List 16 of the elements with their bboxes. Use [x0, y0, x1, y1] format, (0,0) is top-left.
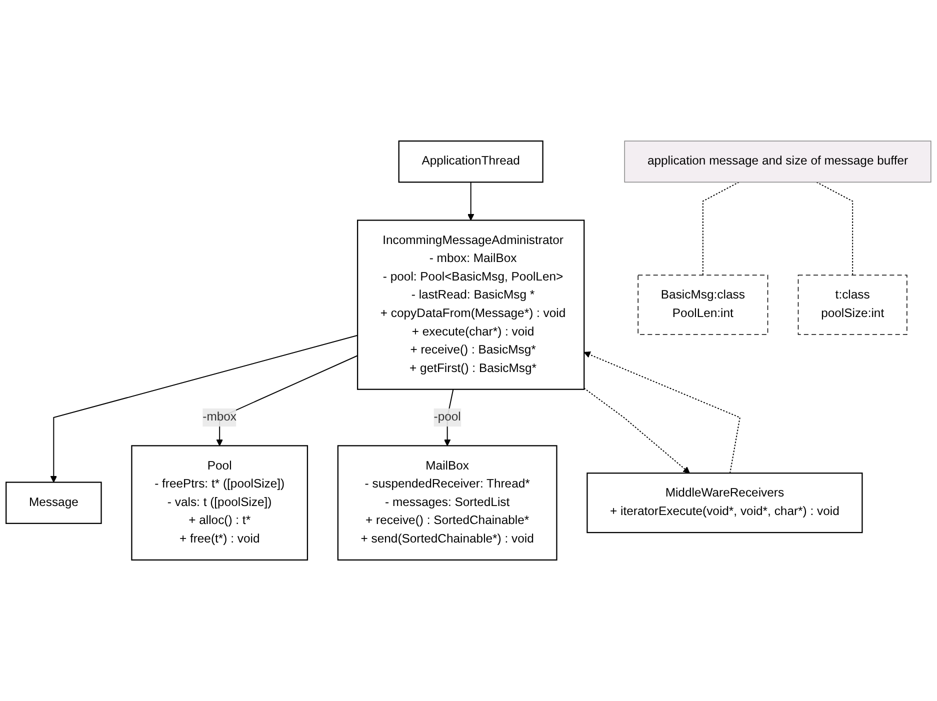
- edge-label: -mbox: [202, 410, 237, 424]
- arrow: [584, 388, 690, 474]
- node-box: application message and size of message buffer: [624, 140, 932, 183]
- node-box: t:class poolSize:int: [798, 274, 908, 335]
- connector: [816, 182, 854, 276]
- node-box: Message: [6, 482, 102, 524]
- node-box: IncommingMessageAdministrator - mbox: MailBox - pool: Pool<BasicMsg, PoolLen> - lastRead: BasicMsg * + copyDataFrom(Message*) : void + execute(char*) : void + receive() : BasicMsg* + getFirst() : BasicMsg*: [356, 220, 585, 390]
- node-box: MailBox - suspendedReceiver: Thread* - messages: SortedList + receive() : SortedChainable* + send(SortedChainable*) : void: [337, 445, 558, 561]
- node-box: MiddleWareReceivers + iteratorExecute(void*, void*, char*) : void: [586, 472, 863, 534]
- arrow: [467, 182, 474, 221]
- node-box: BasicMsg:class PoolLen:int: [638, 274, 768, 335]
- node-box: Pool - freePtrs: t* ([poolSize]) - vals: t ([poolSize]) + alloc() : t* + free(t*) : void: [131, 445, 308, 561]
- edge-label: -pool: [434, 410, 461, 424]
- node-box: ApplicationThread: [398, 140, 544, 183]
- arrow: [584, 352, 740, 474]
- connector: [702, 182, 740, 276]
